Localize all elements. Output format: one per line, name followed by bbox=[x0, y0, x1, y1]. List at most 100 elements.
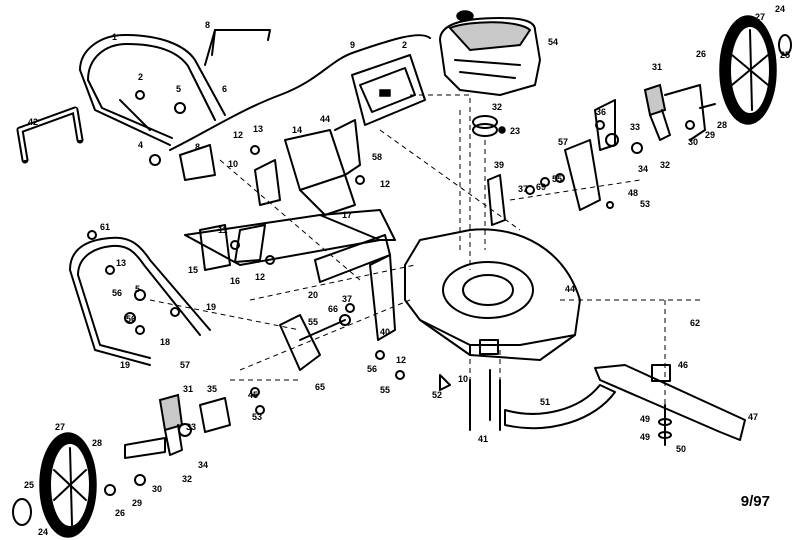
callout-c73: 65 bbox=[315, 382, 325, 392]
callout-c61: 56 bbox=[367, 364, 377, 374]
lower-handle bbox=[69, 236, 211, 366]
callout-c44: 12 bbox=[255, 272, 265, 282]
callout-c18: 29 bbox=[705, 130, 715, 140]
callout-c25: 32 bbox=[492, 102, 502, 112]
callout-c24: 57 bbox=[558, 137, 568, 147]
callout-c33: 12 bbox=[233, 130, 243, 140]
callout-c59: 40 bbox=[380, 327, 390, 337]
callout-c81: 27 bbox=[55, 422, 65, 432]
callout-c58: 55 bbox=[308, 317, 318, 327]
callout-c46: 61 bbox=[100, 222, 110, 232]
callout-c41: 11 bbox=[218, 225, 228, 235]
callout-c48: 56 bbox=[112, 288, 122, 298]
blade-adapter bbox=[472, 115, 506, 137]
callout-c10: 42 bbox=[28, 117, 38, 127]
engine-mount-plate bbox=[351, 54, 426, 126]
callout-c71: 49 bbox=[640, 432, 650, 442]
callout-c67: 62 bbox=[690, 318, 700, 328]
callout-c42: 15 bbox=[188, 265, 198, 275]
callout-c17: 28 bbox=[717, 120, 727, 130]
callout-c1: 1 bbox=[112, 32, 117, 42]
callout-c49: 5 bbox=[135, 284, 140, 294]
callout-c14: 25 bbox=[780, 50, 790, 60]
side-bracket-center bbox=[369, 174, 506, 341]
callout-c80: 32 bbox=[182, 474, 192, 484]
front-wheel-adjuster bbox=[104, 393, 231, 496]
callout-c40: 17 bbox=[342, 210, 352, 220]
callout-c32: 53 bbox=[640, 199, 650, 209]
callout-c57: 66 bbox=[328, 304, 338, 314]
callout-c9: 8 bbox=[195, 142, 200, 152]
callout-c79: 34 bbox=[198, 460, 208, 470]
control-bail bbox=[204, 29, 271, 66]
callout-c77: 53 bbox=[252, 412, 262, 422]
callout-c84: 30 bbox=[152, 484, 162, 494]
callout-c5: 5 bbox=[176, 84, 181, 94]
callout-c74: 31 bbox=[183, 384, 193, 394]
hardware bbox=[87, 90, 614, 415]
callout-c75: 35 bbox=[207, 384, 217, 394]
rear-shield bbox=[184, 209, 396, 283]
handle-grip bbox=[16, 106, 84, 164]
baffle bbox=[504, 384, 616, 429]
engine bbox=[439, 10, 541, 96]
callout-c21: 34 bbox=[638, 164, 648, 174]
callout-c16: 31 bbox=[652, 62, 662, 72]
callout-c34: 13 bbox=[253, 124, 263, 134]
callout-c19: 30 bbox=[688, 137, 698, 147]
callout-c43: 16 bbox=[230, 276, 240, 286]
front-height-adjuster-left bbox=[279, 314, 351, 371]
callout-c51: 56 bbox=[126, 314, 136, 324]
callout-c3: 2 bbox=[402, 40, 407, 50]
rear-wheel-right bbox=[719, 15, 792, 125]
callout-c55: 44 bbox=[565, 284, 575, 294]
callout-c37: 58 bbox=[372, 152, 382, 162]
callout-c22: 33 bbox=[630, 122, 640, 132]
callout-c70: 49 bbox=[640, 414, 650, 424]
throttle-cable bbox=[169, 34, 431, 151]
callout-c29: 69 bbox=[536, 182, 546, 192]
callout-c36: 44 bbox=[320, 114, 330, 124]
callout-c11: 54 bbox=[548, 37, 558, 47]
callout-c78: 33 bbox=[186, 422, 196, 432]
callout-c7: 8 bbox=[205, 20, 210, 30]
mower-deck bbox=[404, 228, 581, 361]
callout-c13: 27 bbox=[755, 12, 765, 22]
callout-c20: 32 bbox=[660, 160, 670, 170]
callout-c62: 55 bbox=[380, 385, 390, 395]
callout-c54: 19 bbox=[120, 360, 130, 370]
deck-bolts bbox=[469, 369, 501, 431]
callout-c39: 12 bbox=[380, 179, 390, 189]
upper-handle bbox=[79, 34, 226, 146]
callout-c50: 19 bbox=[206, 302, 216, 312]
callout-c15: 26 bbox=[696, 49, 706, 59]
callout-c68: 46 bbox=[678, 360, 688, 370]
callout-c8: 9 bbox=[350, 40, 355, 50]
blade-bolt bbox=[658, 404, 672, 446]
callout-c47: 13 bbox=[116, 258, 126, 268]
callout-labels: 1 2 2 4 5 6 8 9 8 42 54 24 27 25 26 31 2… bbox=[24, 4, 790, 537]
rear-height-adjuster-right bbox=[564, 99, 616, 211]
callout-c86: 25 bbox=[24, 480, 34, 490]
callout-c87: 24 bbox=[38, 527, 48, 537]
callout-c12: 24 bbox=[775, 4, 785, 14]
rear-wheel-adjuster bbox=[605, 83, 716, 154]
callout-c23: 36 bbox=[596, 107, 606, 117]
callout-c6: 6 bbox=[222, 84, 227, 94]
callout-c52: 18 bbox=[160, 337, 170, 347]
callout-c4: 4 bbox=[138, 140, 143, 150]
callout-c66: 51 bbox=[540, 397, 550, 407]
callout-c64: 10 bbox=[458, 374, 468, 384]
callout-c83: 29 bbox=[132, 498, 142, 508]
mower-blade bbox=[594, 364, 746, 441]
callout-c35: 14 bbox=[292, 125, 302, 135]
callout-c65: 41 bbox=[478, 434, 488, 444]
callout-c63: 52 bbox=[432, 390, 442, 400]
revision-date: 9/97 bbox=[740, 493, 770, 510]
callout-c28: 37 bbox=[518, 184, 528, 194]
callout-c27: 39 bbox=[494, 160, 504, 170]
callout-c76: 45 bbox=[248, 390, 258, 400]
callout-c38: 10 bbox=[228, 159, 238, 169]
callout-c53: 57 bbox=[180, 360, 190, 370]
